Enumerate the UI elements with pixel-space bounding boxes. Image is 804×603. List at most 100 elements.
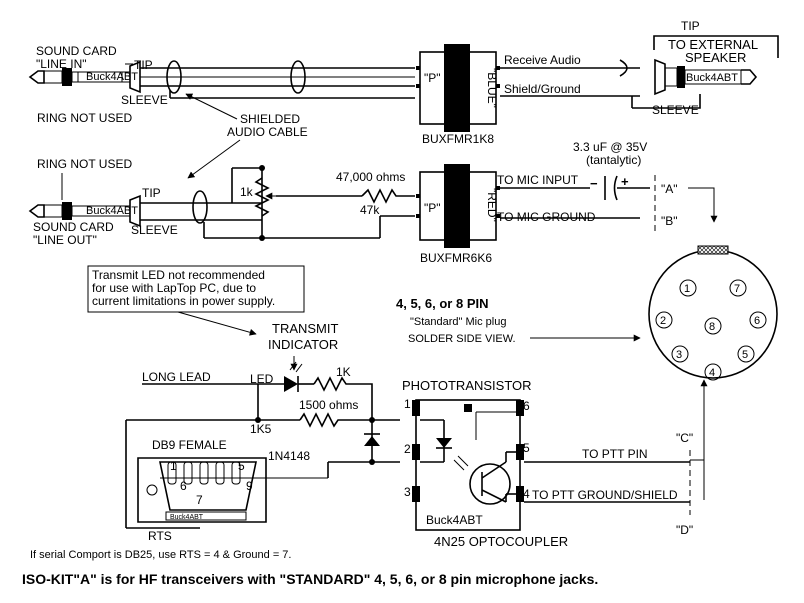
line-out-jack: Buck4ABT — [28, 194, 141, 228]
db9-pin-9: 9 — [246, 479, 253, 493]
sleeve-label: SLEEVE — [121, 93, 168, 107]
rts-label: RTS — [148, 529, 172, 543]
potentiometer-1k: 1k — [231, 165, 276, 241]
tip-label: TIP — [134, 58, 153, 72]
mic-pin-5: 5 — [742, 349, 748, 361]
mic-pin-3: 3 — [676, 349, 682, 361]
tip-right-label: TIP — [681, 19, 700, 33]
sleeve-right-label: SLEEVE — [652, 103, 699, 117]
diode-1n4148 — [364, 420, 380, 465]
opto-brand: Buck4ABT — [426, 513, 483, 527]
sleeve-mid-label: SLEEVE — [131, 223, 178, 237]
pin-d: "D" — [676, 523, 693, 537]
mic-pin-8: 8 — [709, 321, 715, 333]
db9-pin-1: 1 — [170, 459, 177, 473]
to-ptt-pin: TO PTT PIN — [582, 447, 648, 461]
r47k-label: 47k — [360, 203, 380, 217]
shielded-cable-label: SHIELDED AUDIO CABLE — [227, 112, 308, 139]
db9-brand: Buck4ABT — [170, 514, 204, 521]
external-speaker-2: SPEAKER — [685, 50, 746, 65]
opto-pin-2: 2 — [404, 442, 411, 456]
cap-value: 3.3 uF @ 35V (tantalytic) — [573, 140, 651, 167]
transmit-led — [257, 361, 314, 420]
transmit-note: Transmit LED not recommended for use wit… — [92, 268, 275, 308]
top-shielded-cable — [140, 60, 415, 99]
capacitor: − + — [590, 174, 650, 201]
db9-connector: 1 5 6 9 7 Buck4ABT — [137, 457, 267, 523]
xfmr1-p: "P" — [424, 71, 441, 85]
pin-a: "A" — [661, 182, 678, 196]
jack-brand-mid: Buck4ABT — [86, 205, 138, 217]
cap-value-2: (tantalytic) — [586, 153, 641, 167]
xfmr1-part: BUXFMR1K8 — [422, 132, 494, 146]
shielded-cable-2: AUDIO CABLE — [227, 125, 308, 139]
opto-pin-1: 1 — [404, 397, 411, 411]
db9-pin-7: 7 — [196, 493, 203, 507]
to-mic-ground: TO MIC GROUND — [497, 210, 596, 224]
opto-part-label: 4N25 OPTOCOUPLER — [434, 534, 568, 549]
db9-label: DB9 FEMALE — [152, 438, 227, 452]
opto-pin-3: 3 — [404, 485, 411, 499]
to-mic-input: TO MIC INPUT — [497, 173, 579, 187]
pot-label: 1k — [240, 185, 254, 199]
transmit-indicator-1: TRANSMIT — [272, 321, 339, 336]
xfmr1-blue: "BLUE" — [485, 68, 499, 108]
ring-not-used-label: RING NOT USED — [37, 111, 132, 125]
pin-plug-title: 4, 5, 6, or 8 PIN — [396, 296, 489, 311]
to-ptt-ground: TO PTT GROUND/SHIELD — [532, 488, 678, 502]
line-out-label: SOUND CARD "LINE OUT" — [33, 220, 117, 247]
mid-shielded-cable — [140, 190, 380, 239]
xfmr2-p: "P" — [424, 201, 441, 215]
r1k-label: 1K — [336, 365, 351, 379]
led-label: LED — [250, 372, 274, 386]
line-in-jack: Buck4ABT — [28, 60, 141, 94]
transmit-note-3: current limitations in power supply. — [92, 294, 275, 308]
line-in-label-1: SOUND CARD — [36, 44, 117, 58]
xfmr2-red: "RED" — [485, 188, 499, 222]
external-speaker-label: TO EXTERNAL SPEAKER — [668, 37, 761, 65]
pin-c: "C" — [676, 431, 693, 445]
transmit-note-1: Transmit LED not recommended — [92, 268, 265, 282]
r47k-ohms-label: 47,000 ohms — [336, 170, 405, 184]
long-lead-label: LONG LEAD — [142, 370, 211, 384]
transmit-note-2: for use with LapTop PC, due to — [92, 281, 256, 295]
opto-pin-4: 4 — [523, 487, 530, 501]
jack-brand: Buck4ABT — [86, 71, 138, 83]
transmit-indicator: TRANSMIT INDICATOR — [268, 321, 342, 352]
line-out-label-1: SOUND CARD — [33, 220, 114, 234]
pin-b: "B" — [661, 214, 678, 228]
speaker-jack: Buck4ABT — [654, 58, 758, 96]
opto-pin-6: 6 — [523, 399, 530, 413]
footer-title: ISO-KIT"A" is for HF transceivers with "… — [22, 571, 598, 587]
xfmr2-part: BUXFMR6K6 — [420, 251, 492, 265]
mic-plug: 1 7 2 8 6 3 5 4 — [648, 245, 778, 381]
db9-pin-6: 6 — [180, 479, 187, 493]
mic-pin-2: 2 — [660, 315, 666, 327]
line-in-label-2: "LINE IN" — [36, 57, 87, 71]
diode-label: 1N4148 — [268, 449, 310, 463]
r1k5-label: 1K5 — [250, 422, 272, 436]
optocoupler-4n25: Buck4ABT — [412, 399, 524, 531]
mic-pin-4: 4 — [709, 367, 715, 379]
cap-value-1: 3.3 uF @ 35V — [573, 140, 647, 154]
mic-pin-7: 7 — [734, 283, 740, 295]
phototransistor-label: PHOTOTRANSISTOR — [402, 378, 532, 393]
shielded-cable-1: SHIELDED — [240, 112, 300, 126]
transformer-blue: "P" "BLUE" — [416, 44, 500, 132]
shield-ground-label: Shield/Ground — [504, 82, 581, 96]
tip-mid-label: TIP — [142, 186, 161, 200]
db9-pin-5: 5 — [238, 459, 245, 473]
mic-pin-1: 1 — [684, 283, 690, 295]
line-in-label: SOUND CARD "LINE IN" — [36, 44, 120, 71]
db25-note: If serial Comport is DB25, use RTS = 4 &… — [30, 549, 291, 561]
standard-mic-plug: "Standard" Mic plug — [410, 316, 506, 328]
opto-pin-5: 5 — [523, 441, 530, 455]
line-out-label-2: "LINE OUT" — [33, 233, 97, 247]
transformer-red: "P" "RED" — [416, 164, 500, 248]
receive-audio-label: Receive Audio — [504, 53, 581, 67]
transmit-indicator-2: INDICATOR — [268, 337, 338, 352]
mic-pin-6: 6 — [754, 315, 760, 327]
transmit-note-box — [87, 265, 305, 313]
r1500-label: 1500 ohms — [299, 398, 358, 412]
